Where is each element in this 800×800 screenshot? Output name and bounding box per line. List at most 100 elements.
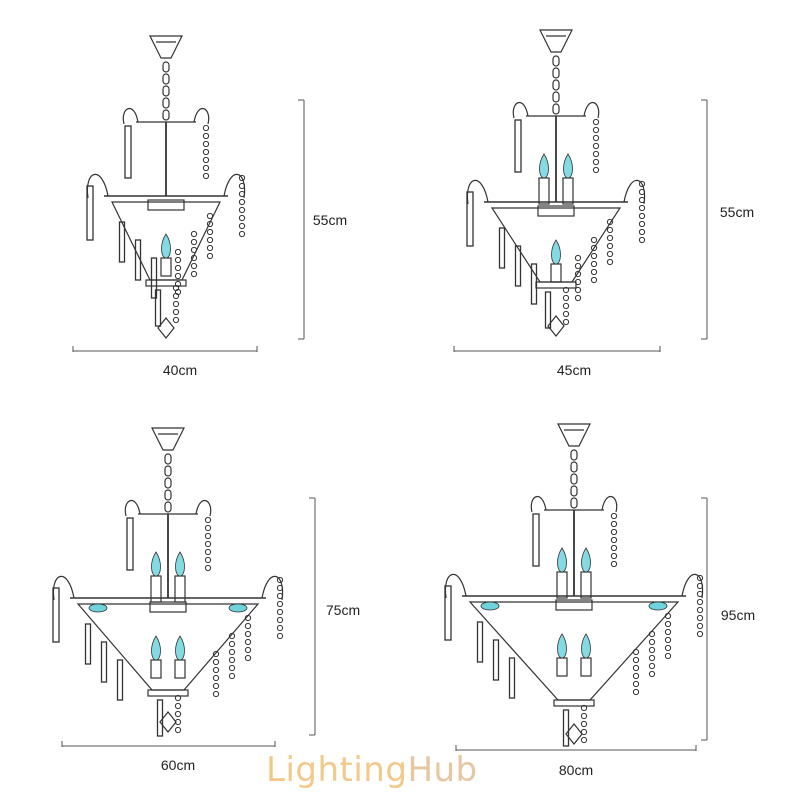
- bottom-beads: [172, 284, 180, 324]
- upper-beads-right-bead-3: [204, 540, 212, 548]
- chandelier-variant-4: [444, 423, 704, 747]
- upper-prism-left: [532, 513, 540, 567]
- basket-prism-left-1: [492, 639, 500, 681]
- lower-bulb-1: [581, 633, 591, 659]
- basket-beads-right-2-bead-3: [574, 278, 582, 286]
- upper-beads-right-bead-2: [202, 140, 210, 148]
- basket-prism-left-0: [84, 623, 92, 665]
- upper-beads-right-bead-1: [592, 126, 600, 134]
- arm-hook-right: [623, 179, 646, 205]
- basket-beads-right-1-bead-5: [228, 672, 236, 680]
- lower-candle-0: [150, 659, 162, 679]
- arm-beads-right: [696, 574, 704, 638]
- upper-beads-right-bead-1: [204, 524, 212, 532]
- side-bulb-1: [228, 603, 248, 613]
- basket-beads-right-1-bead-5: [648, 670, 656, 678]
- arm-beads-right-bead-5: [696, 614, 704, 622]
- basket: [76, 603, 260, 691]
- arm-beads-right: [238, 174, 246, 238]
- lower-bulb-1-glass: [175, 635, 185, 661]
- basket-beads-right-0-bead-0: [664, 612, 672, 620]
- lower-candle-0: [550, 263, 562, 283]
- chain-link-4: [570, 497, 578, 509]
- basket-beads-right-1-bead-0: [590, 236, 598, 244]
- basket-prism-left-1: [100, 641, 108, 683]
- upper-hook-left: [512, 102, 529, 119]
- lower-candle-0: [556, 657, 568, 677]
- upper-beads-right-bead-0: [202, 124, 210, 132]
- basket-beads-right-1-bead-0: [228, 632, 236, 640]
- lower-bulb-0: [161, 233, 171, 259]
- chandelier-variant-2: [466, 29, 646, 337]
- arm-beads-right-bead-1: [238, 182, 246, 190]
- basket-beads-right-0-bead-2: [664, 628, 672, 636]
- basket-beads-right-1-bead-4: [590, 268, 598, 276]
- arm-beads-right-bead-7: [638, 236, 646, 244]
- bottom-beads-bead-0: [562, 286, 570, 294]
- bottom-beads-bead-2: [172, 300, 180, 308]
- basket-beads-right-2-bead-0: [212, 650, 220, 658]
- chain: [162, 61, 170, 121]
- lower-bulb-0: [151, 635, 161, 661]
- basket-beads-right-0-bead-1: [206, 220, 214, 228]
- arm-beads-right: [276, 576, 284, 640]
- basket-beads-right-1-bead-2: [228, 648, 236, 656]
- upper-bulb-0-glass: [151, 551, 161, 577]
- basket-beads-right-2-bead-4: [574, 286, 582, 294]
- lower-bulb-0-glass: [557, 633, 567, 659]
- basket-prism-left-2: [508, 657, 516, 699]
- basket-beads-right-0-bead-1: [606, 226, 614, 234]
- upper-candle-1: [562, 177, 574, 205]
- basket-prism-left-0: [498, 227, 506, 269]
- width-label: 45cm: [557, 362, 591, 378]
- arm-beads-right-bead-3: [276, 600, 284, 608]
- basket-beads-right-2-bead-0: [174, 248, 182, 256]
- basket-beads-right-0-bead-0: [606, 218, 614, 226]
- chain-link-2: [552, 79, 560, 91]
- basket-prism-left-0: [476, 621, 484, 663]
- upper-prism-left: [126, 517, 134, 571]
- arm-beads-right-bead-3: [696, 598, 704, 606]
- bottom-beads-bead-1: [562, 294, 570, 302]
- arm-beads-right-bead-5: [638, 220, 646, 228]
- arm-prism-left: [466, 191, 474, 247]
- basket-beads-right-2-bead-1: [632, 656, 640, 664]
- finial-crystal: [547, 315, 565, 337]
- arm-hook-right: [223, 173, 246, 199]
- upper-beads-right-bead-5: [610, 552, 618, 560]
- upper-beads-right-bead-6: [202, 172, 210, 180]
- basket-beads-right-0-bead-2: [206, 228, 214, 236]
- arm-hub: [149, 601, 187, 613]
- bottom-beads-bead-1: [174, 702, 182, 710]
- chain-link-4: [552, 103, 560, 115]
- bottom-prism: [544, 291, 552, 329]
- upper-beads-right-bead-0: [610, 512, 618, 520]
- basket-beads-right-2: [174, 248, 182, 296]
- upper-hook-right: [195, 500, 212, 517]
- width-label: 80cm: [559, 762, 593, 778]
- arm-prism-left: [86, 185, 94, 241]
- arm-beads-right-bead-7: [238, 230, 246, 238]
- basket-beads-right-0-bead-2: [244, 630, 252, 638]
- upper-beads-right-bead-3: [202, 148, 210, 156]
- basket-beads-right-1-bead-3: [228, 656, 236, 664]
- upper-bulb-1-glass: [581, 547, 591, 573]
- upper-bulb-1: [563, 153, 573, 179]
- upper-beads-right-bead-2: [610, 528, 618, 536]
- bottom-beads-bead-4: [174, 726, 182, 734]
- bottom-prism: [154, 289, 162, 327]
- lower-bulb-1-glass: [581, 633, 591, 659]
- basket-prism-left-0: [118, 221, 126, 263]
- basket-beads-right-0-bead-5: [664, 652, 672, 660]
- bottom-beads: [580, 704, 588, 744]
- upper-hook-right: [583, 102, 600, 119]
- width-label: 40cm: [163, 362, 197, 378]
- upper-bulb-0-glass: [539, 153, 549, 179]
- basket-beads-right-1-bead-1: [648, 638, 656, 646]
- basket-beads-right-1-bead-1: [590, 244, 598, 252]
- basket-beads-right-2: [574, 254, 582, 302]
- upper-beads-right-bead-6: [592, 166, 600, 174]
- lower-bulb-0-glass: [151, 635, 161, 661]
- arm-beads-right-bead-1: [696, 582, 704, 590]
